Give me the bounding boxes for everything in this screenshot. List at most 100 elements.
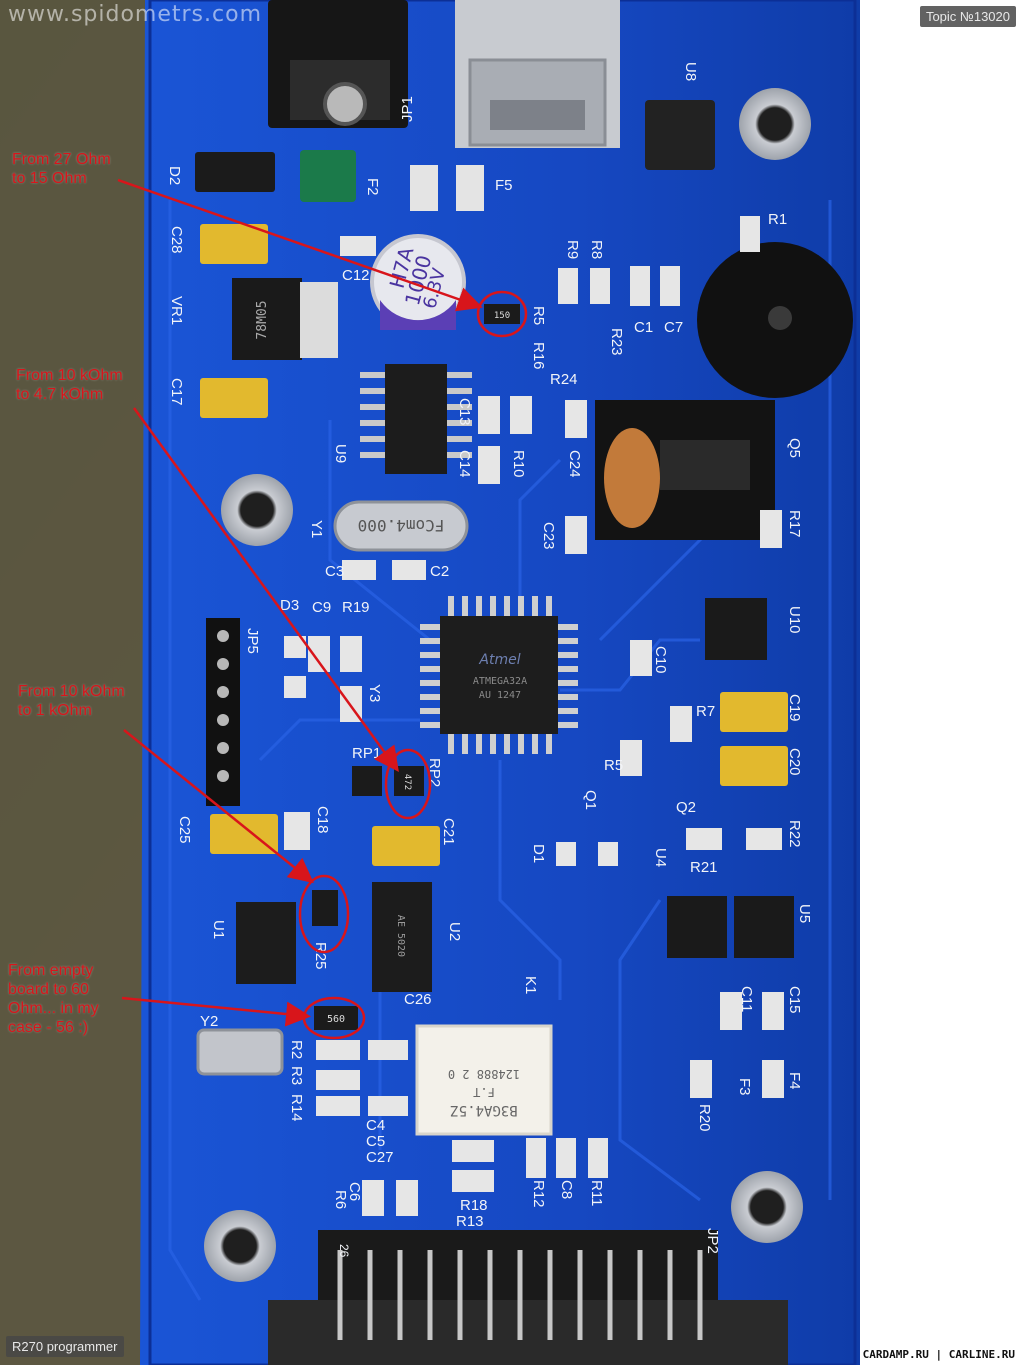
- silk-c11: C11: [738, 986, 755, 1012]
- silk-c6: C6: [346, 1182, 363, 1201]
- silk-r2: R2: [288, 1040, 305, 1059]
- silk-u10: U10: [786, 606, 803, 634]
- silk-c3: C3: [325, 563, 344, 580]
- mcu-brand: Atmel: [478, 652, 520, 668]
- chip-u10: [705, 598, 767, 660]
- silk-r22: R22: [786, 820, 803, 848]
- watermark-top: www.spidometrs.com: [8, 2, 262, 27]
- silk-r13: R13: [456, 1213, 484, 1230]
- silk-r10: R10: [510, 450, 527, 478]
- connector-jp2: [268, 1230, 788, 1365]
- mount-hole-bottom-right: [731, 1171, 803, 1243]
- silk-r7: R7: [696, 703, 715, 720]
- vreg-label: 78M05: [255, 300, 270, 339]
- caption-badge: R270 programmer: [6, 1336, 124, 1357]
- silk-r11: R11: [588, 1180, 605, 1206]
- silk-c23: C23: [540, 522, 557, 550]
- silk-r24: R24: [550, 371, 578, 388]
- usb-connector: [455, 0, 620, 148]
- svg-text:F.T: F.T: [473, 1085, 495, 1099]
- silk-y1: Y1: [308, 520, 325, 538]
- silk-c8: C8: [558, 1180, 575, 1199]
- silk-c4: C4: [366, 1117, 385, 1134]
- crystal-label: FCom4.000: [358, 516, 445, 535]
- silk-r19: R19: [342, 599, 370, 616]
- silk-c1: C1: [634, 319, 653, 336]
- r2-code: 560: [327, 1014, 345, 1025]
- svg-text:124888 2 0: 124888 2 0: [448, 1067, 520, 1081]
- silk-jp2: JP2: [704, 1228, 721, 1254]
- silk-c2: C2: [430, 563, 449, 580]
- transformer: [595, 400, 775, 540]
- silk-c17: C17: [168, 378, 185, 406]
- silk-u5: U5: [796, 904, 813, 923]
- r15-code: 150: [494, 311, 510, 321]
- chip-u5: [734, 896, 794, 958]
- silk-d3: D3: [280, 597, 299, 614]
- fuse-f2: [300, 150, 356, 202]
- annotation-r25: From 10 kOhm to 1 kOhm: [18, 683, 125, 719]
- silk-c26: C26: [404, 991, 432, 1008]
- dc-jack: [268, 0, 408, 128]
- silk-r20: R20: [696, 1104, 713, 1132]
- silk-c15: C15: [786, 986, 803, 1014]
- silk-k1: K1: [522, 976, 539, 994]
- silk-u4: U4: [652, 848, 669, 867]
- pad-f5-a: [410, 165, 438, 211]
- voltage-regulator: 78M05: [232, 278, 338, 360]
- topic-badge: Topic №13020: [919, 6, 1016, 27]
- silk-r16: R16: [530, 342, 547, 370]
- silk-q2: Q2: [676, 799, 696, 816]
- silk-r8: R8: [588, 240, 605, 259]
- resistor-array-rp2: [394, 766, 424, 796]
- silk-rp1: RP1: [352, 745, 381, 762]
- silk-c12: C12: [342, 267, 370, 284]
- silkscreen-labels: D2 F2 F5 JP1 U8 C28 VR1 C12 R9 R8 R1 R5 …: [166, 62, 813, 1258]
- silk-c27: C27: [366, 1149, 394, 1166]
- silk-f4: F4: [786, 1072, 803, 1090]
- electrolytic-capacitor: H7A 1000 6.3V: [370, 234, 466, 330]
- svg-text:B3GA4.5Z: B3GA4.5Z: [450, 1102, 517, 1118]
- mcu-atmega32a: Atmel ATMEGA32A AU 1247: [420, 596, 578, 754]
- silk-f3: F3: [736, 1078, 753, 1096]
- silk-c20: C20: [786, 748, 803, 776]
- silk-u9: U9: [332, 444, 349, 463]
- footer-credit: CARDAMP.RU | CARLINE.RU: [859, 1347, 1018, 1362]
- chip-u8: [645, 100, 715, 170]
- silk-c10: C10: [652, 646, 669, 674]
- mcu-part: ATMEGA32A: [473, 676, 527, 687]
- mcu-date: AU 1247: [479, 690, 521, 701]
- silk-q5: Q5: [786, 438, 803, 458]
- silk-r25: R25: [312, 942, 329, 970]
- annotation-rp2: From 10 kOhm to 4.7 kOhm: [16, 367, 123, 403]
- silk-c5: C5: [366, 1133, 385, 1150]
- header-jp5: [206, 618, 240, 806]
- chip-u4: [667, 896, 727, 958]
- silk-u2: U2: [446, 922, 463, 941]
- chip-u2: AE 5020: [372, 882, 432, 992]
- silk-c13: C13: [456, 398, 473, 426]
- buzzer: [697, 242, 853, 398]
- silk-r3: R3: [288, 1066, 305, 1085]
- silk-u1: U1: [210, 920, 227, 939]
- silk-c28: C28: [168, 226, 185, 254]
- annotation-r2: From empty board to 60 Ohm... in my case…: [8, 962, 99, 1036]
- silk-r23: R23: [608, 328, 625, 356]
- mount-hole-mid-left: [221, 474, 293, 546]
- silk-jp1: JP1: [399, 96, 416, 122]
- crystal-y1: FCom4.000: [333, 500, 469, 552]
- diode-d2: [195, 152, 275, 192]
- mount-hole-top-right: [739, 88, 811, 160]
- relay-k1: B3GA4.5Z F.T 124888 2 0: [415, 1024, 553, 1136]
- silk-c7: C7: [664, 319, 683, 336]
- silk-f5: F5: [495, 177, 513, 194]
- mount-hole-bottom-left: [204, 1210, 276, 1282]
- silk-vr1: VR1: [168, 296, 185, 325]
- silk-r5: R5: [530, 306, 547, 325]
- resistor-r15: [484, 304, 520, 324]
- rp2-code: 472: [402, 774, 412, 790]
- silk-r12: R12: [530, 1180, 547, 1208]
- annotation-r15: From 27 Ohm to 15 Ohm: [12, 151, 111, 187]
- silk-c14: C14: [456, 450, 473, 478]
- silk-d2: D2: [166, 166, 183, 185]
